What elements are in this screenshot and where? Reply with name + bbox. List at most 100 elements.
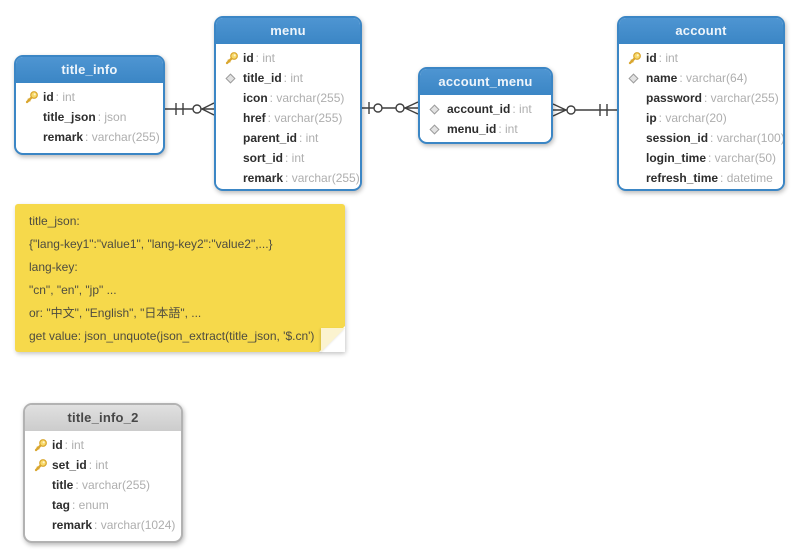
field-row[interactable]: password: varchar(255) xyxy=(619,88,783,108)
field-name: set_id xyxy=(52,458,87,472)
field-name: title xyxy=(52,478,74,492)
diamond-icon xyxy=(627,72,646,85)
key-icon xyxy=(33,458,52,473)
field-row[interactable]: id: int xyxy=(25,435,181,455)
field-type: : varchar(100) xyxy=(710,131,785,145)
field-type: : json xyxy=(97,110,127,124)
field-name: icon xyxy=(243,91,268,105)
note-lines: title_json: {"lang-key1":"value1", "lang-… xyxy=(29,215,331,342)
note-line: "cn", "en", "jp" ... xyxy=(29,283,117,297)
sticky-note[interactable]: title_json: {"lang-key1":"value1", "lang-… xyxy=(15,204,345,352)
field-name: href xyxy=(243,111,266,125)
field-name: remark xyxy=(43,130,84,144)
field-row[interactable]: tag: enum xyxy=(25,495,181,515)
field-row[interactable]: icon: varchar(255) xyxy=(216,88,360,108)
field-row[interactable]: id: int xyxy=(619,48,783,68)
entity-title[interactable]: title_info xyxy=(16,57,163,83)
field-row[interactable]: remark: varchar(255) xyxy=(216,168,360,188)
field-name: remark xyxy=(243,171,284,185)
note-line: lang-key: xyxy=(29,260,78,274)
connector-menu-account_menu[interactable] xyxy=(362,101,419,115)
field-name: password xyxy=(646,91,703,105)
field-type: : int xyxy=(255,51,276,65)
entity-title[interactable]: account xyxy=(619,18,783,44)
field-row[interactable]: id: int xyxy=(16,87,163,107)
field-row[interactable]: sort_id: int xyxy=(216,148,360,168)
field-row[interactable]: session_id: varchar(100) xyxy=(619,128,783,148)
field-name: remark xyxy=(52,518,93,532)
field-type: : int xyxy=(498,122,518,136)
field-name: id xyxy=(646,51,657,65)
field-name: refresh_time xyxy=(646,171,719,185)
field-row[interactable]: title_json: json xyxy=(16,107,163,127)
note-line: or: "中文", "English", "日本語", ... xyxy=(29,306,202,320)
field-row[interactable]: name: varchar(64) xyxy=(619,68,783,88)
connector-title_info-menu[interactable] xyxy=(165,102,215,116)
field-name: id xyxy=(43,90,54,104)
field-row[interactable]: refresh_time: datetime xyxy=(619,168,783,188)
field-type: : int xyxy=(64,438,85,452)
field-type: : int xyxy=(55,90,76,104)
diamond-icon xyxy=(428,123,447,136)
field-row[interactable]: remark: varchar(255) xyxy=(16,127,163,147)
field-name: tag xyxy=(52,498,70,512)
field-row[interactable]: menu_id: int xyxy=(420,119,551,139)
field-type: : varchar(64) xyxy=(679,71,748,85)
key-icon xyxy=(33,438,52,453)
diamond-icon xyxy=(428,103,447,116)
field-name: menu_id xyxy=(447,122,497,136)
field-name: account_id xyxy=(447,102,511,116)
entity-title[interactable]: account_menu xyxy=(420,69,551,95)
field-type: : varchar(255) xyxy=(285,171,360,185)
field-type: : varchar(50) xyxy=(708,151,777,165)
note-line: title_json: xyxy=(29,214,80,228)
field-name: parent_id xyxy=(243,131,298,145)
field-type: : varchar(255) xyxy=(85,130,160,144)
field-type: : enum xyxy=(72,498,109,512)
field-type: : int xyxy=(512,102,532,116)
field-name: title_json xyxy=(43,110,96,124)
field-row[interactable]: title_id: int xyxy=(216,68,360,88)
note-line: get value: json_unquote(json_extract(tit… xyxy=(29,329,315,343)
field-type: : int xyxy=(299,131,319,145)
diamond-icon xyxy=(224,72,243,85)
field-row[interactable]: remark: varchar(1024) xyxy=(25,515,181,535)
field-row[interactable]: ip: varchar(20) xyxy=(619,108,783,128)
field-type: : int xyxy=(283,71,304,85)
connector-account_menu-account[interactable] xyxy=(552,103,617,117)
entity-title[interactable]: menu xyxy=(216,18,360,44)
field-name: id xyxy=(243,51,254,65)
field-type: : varchar(255) xyxy=(269,91,345,105)
field-type: : varchar(255) xyxy=(267,111,343,125)
key-icon xyxy=(24,90,43,105)
field-name: session_id xyxy=(646,131,709,145)
field-row[interactable]: id: int xyxy=(216,48,360,68)
field-type: : varchar(255) xyxy=(704,91,779,105)
field-row[interactable]: login_time: varchar(50) xyxy=(619,148,783,168)
key-icon xyxy=(627,51,646,66)
field-row[interactable]: href: varchar(255) xyxy=(216,108,360,128)
field-row[interactable]: set_id: int xyxy=(25,455,181,475)
note-line: {"lang-key1":"value1", "lang-key2":"valu… xyxy=(29,237,273,251)
entity-title[interactable]: title_info_2 xyxy=(25,405,181,431)
field-type: : varchar(20) xyxy=(658,111,727,125)
field-name: title_id xyxy=(243,71,282,85)
field-row[interactable]: account_id: int xyxy=(420,99,551,119)
field-row[interactable]: title: varchar(255) xyxy=(25,475,181,495)
field-type: : int xyxy=(658,51,679,65)
field-row[interactable]: parent_id: int xyxy=(216,128,360,148)
field-name: id xyxy=(52,438,63,452)
field-name: name xyxy=(646,71,678,85)
